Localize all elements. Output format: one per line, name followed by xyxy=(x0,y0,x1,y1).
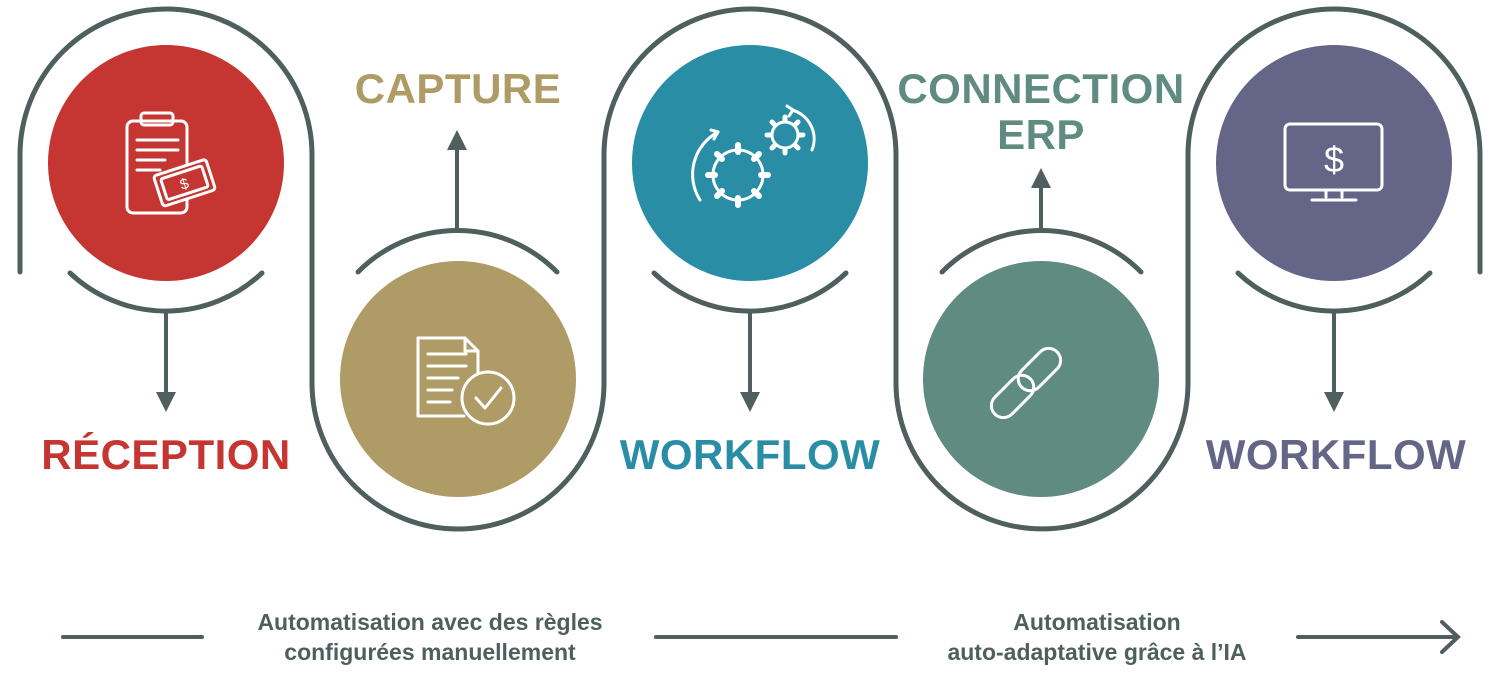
label-workflow-1: WORKFLOW xyxy=(619,431,881,478)
reception-circle xyxy=(48,45,284,281)
label-reception: RÉCEPTION xyxy=(41,431,291,478)
automation-timeline xyxy=(61,620,1461,654)
connection-circle xyxy=(923,261,1159,497)
label-workflow-2: WORKFLOW xyxy=(1205,431,1467,478)
workflow-2-circle xyxy=(1216,45,1452,281)
path-segment xyxy=(17,6,1483,532)
chain-link-icon xyxy=(989,346,1063,420)
label-connection-erp: CONNECTION ERP xyxy=(897,65,1185,158)
arc-under-reception xyxy=(67,270,265,314)
monitor-dollar-icon: $ xyxy=(1283,122,1384,202)
arc-under-workflow-1 xyxy=(651,270,849,314)
svg-text:$: $ xyxy=(1324,139,1344,180)
timeline-arrow-head xyxy=(1440,620,1461,654)
label-capture: CAPTURE xyxy=(354,65,562,112)
caption-manual-automation: Automatisation avec des règles configuré… xyxy=(257,609,603,665)
workflow-1-circle xyxy=(632,45,868,281)
document-check-icon xyxy=(416,336,516,426)
label-arrows xyxy=(156,130,1344,412)
gears-cycle-icon xyxy=(691,104,816,208)
arc-under-workflow-2 xyxy=(1235,270,1433,314)
caption-ai-automation: Automatisation auto-adaptative grâce à l… xyxy=(947,609,1247,665)
invoice-cash-icon: $ xyxy=(125,111,217,215)
